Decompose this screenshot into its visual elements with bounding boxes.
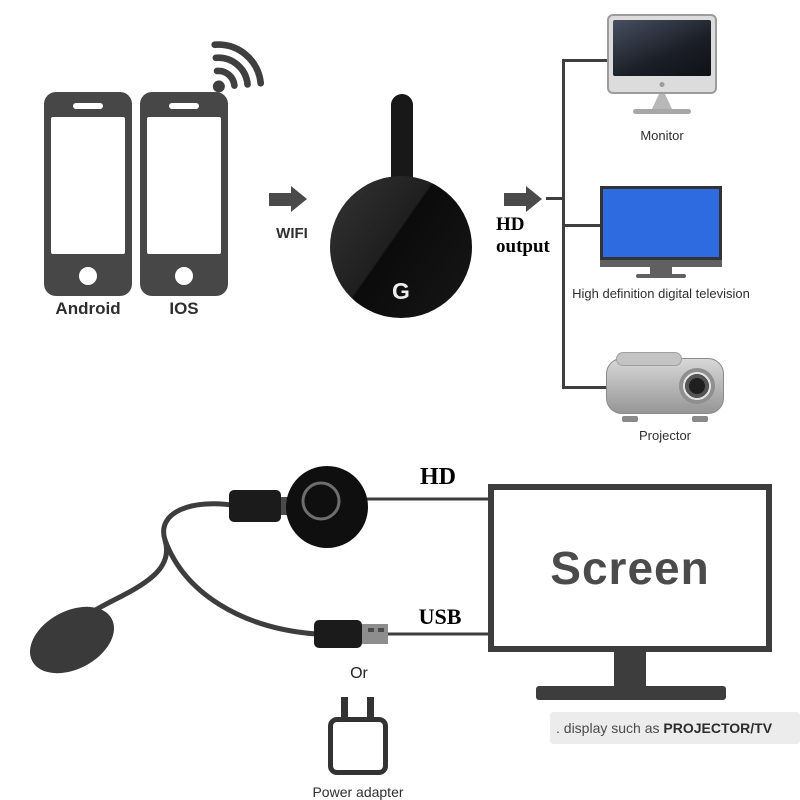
phone-speaker-slot	[73, 103, 103, 109]
phone-screen	[51, 117, 125, 254]
branch-line-tv	[562, 224, 600, 227]
dongle-g-logo: G	[392, 278, 410, 304]
usb-label: USB	[418, 604, 462, 629]
ios-phone-icon	[140, 92, 228, 296]
monitor-label: Monitor	[640, 128, 684, 143]
hdmi-plug-icon	[229, 490, 281, 522]
usb-plug-icon	[314, 620, 362, 648]
dongle-cable-assembly	[29, 466, 489, 674]
power-adapter-icon	[328, 697, 388, 777]
caption-strip: . display such as PROJECTOR/TV	[550, 712, 800, 744]
caption-bold-text: PROJECTOR/TV	[663, 720, 773, 736]
branch-line-projector	[562, 386, 608, 389]
dongle-bottom-icon	[286, 466, 368, 548]
phone-home-button	[175, 267, 193, 285]
caption-prefix: .	[556, 720, 560, 736]
projector-label: Projector	[638, 428, 692, 443]
screen-stand	[614, 652, 646, 686]
screen-base	[536, 686, 726, 700]
cable-icon	[71, 501, 319, 637]
screen-icon: Screen	[488, 484, 772, 652]
phone-home-button	[79, 267, 97, 285]
monitor-icon	[607, 14, 717, 120]
android-label: Android	[55, 299, 121, 318]
tv-icon	[600, 186, 722, 278]
hd-label: HD	[420, 464, 456, 490]
right-arrow-icon	[269, 186, 307, 212]
tv-label: High definition digital television	[572, 286, 750, 301]
dongle-icon	[330, 176, 472, 318]
projector-icon	[606, 352, 724, 424]
screen-label: Screen	[550, 542, 710, 594]
android-phone-icon	[44, 92, 132, 296]
wifi-label: WIFI	[276, 225, 308, 242]
antenna-pod-icon	[29, 606, 115, 674]
ios-label: IOS	[169, 299, 199, 318]
branch-line-stub	[546, 197, 564, 200]
branch-line-monitor	[562, 59, 607, 62]
or-label: Or	[350, 665, 368, 682]
power-adapter-label: Power adapter	[312, 784, 404, 800]
caption-text: display such as	[559, 720, 664, 736]
phone-speaker-slot	[169, 103, 199, 109]
hd-output-label: HD output	[496, 214, 550, 258]
right-arrow-icon	[504, 186, 542, 212]
phone-screen	[147, 117, 221, 254]
dongle-hdmi-strap	[391, 94, 413, 186]
wifi-signal-icon	[211, 41, 265, 93]
